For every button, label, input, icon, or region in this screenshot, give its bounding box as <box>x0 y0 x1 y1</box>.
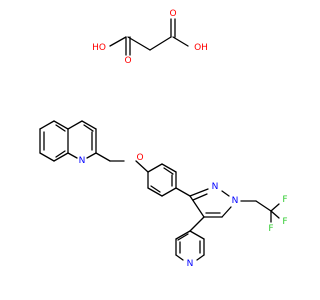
bond <box>149 36 172 51</box>
bond <box>221 190 230 197</box>
bond <box>147 187 163 197</box>
bond <box>109 36 127 47</box>
bond <box>95 152 111 162</box>
fluorine-label: F <box>282 195 287 205</box>
carbonyl-oxygen-label: O <box>169 9 176 19</box>
pyrazole-ring: N N <box>175 182 239 218</box>
carbonyl-oxygen-label: O <box>124 56 131 66</box>
pyridine-nitrogen-label: N <box>187 259 194 269</box>
hydroxyl-label: OH <box>194 43 208 53</box>
pyrazole-nitrogen-label: N <box>232 196 239 206</box>
bond <box>163 167 174 175</box>
bond <box>189 195 205 218</box>
bond <box>189 216 205 232</box>
bond <box>270 203 280 212</box>
bond <box>67 120 83 130</box>
ether-oxygen-label: O <box>136 153 143 163</box>
bond <box>53 120 69 130</box>
bond <box>55 150 66 158</box>
hydroxyl-label: HO <box>92 43 106 53</box>
bond <box>175 254 184 261</box>
bond <box>172 36 189 47</box>
bond <box>53 152 69 162</box>
bond <box>39 120 55 130</box>
bond <box>196 254 205 261</box>
bond <box>135 160 149 173</box>
pyridine-ring: N <box>175 216 205 269</box>
bond <box>39 152 55 162</box>
bond <box>192 193 208 201</box>
bond <box>147 163 163 173</box>
methoxy-linker: O <box>95 152 149 173</box>
bond <box>67 152 78 159</box>
chemical-structure-canvas: HO O O OH N O <box>39 9 288 269</box>
bond <box>270 210 280 219</box>
fluorine-label: F <box>268 224 273 234</box>
bond <box>81 120 97 130</box>
trifluoroethyl-group: F F F <box>240 195 288 234</box>
quinoline-nitrogen-label: N <box>79 156 86 166</box>
bond <box>175 187 191 197</box>
bond <box>127 36 151 51</box>
bond <box>177 233 189 241</box>
bond <box>255 200 272 212</box>
quinoline-ring: N <box>39 120 97 166</box>
bond <box>189 188 209 197</box>
bond <box>83 124 94 132</box>
bond <box>221 206 232 218</box>
bond <box>175 230 191 240</box>
succinic-acid: HO O O OH <box>92 9 208 66</box>
structure-drawing: HO O O OH N O <box>39 9 288 269</box>
fluorine-label: F <box>282 217 287 227</box>
pyrazole-nitrogen-label: N <box>212 182 219 192</box>
phenyl-ring <box>147 163 177 197</box>
bond <box>189 230 205 240</box>
bond <box>55 124 66 132</box>
bond <box>86 152 97 159</box>
bond <box>161 163 177 173</box>
bond <box>150 185 161 193</box>
bond <box>161 187 177 197</box>
